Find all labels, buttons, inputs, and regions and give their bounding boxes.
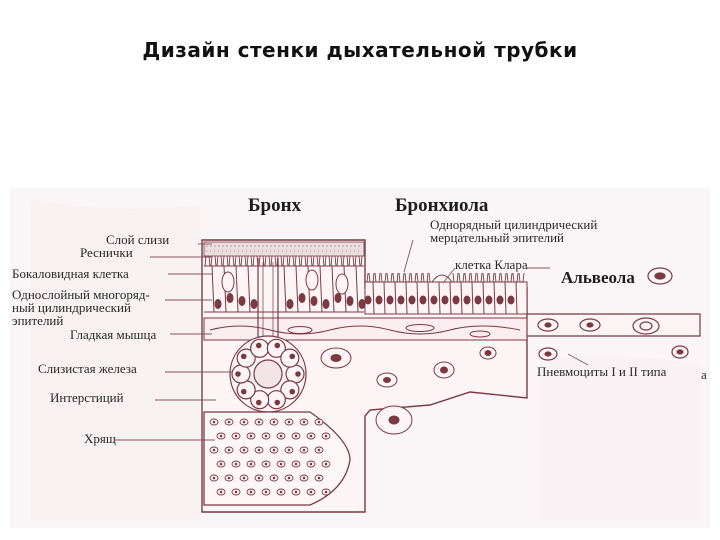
- bronchus-epithelium: [204, 265, 366, 313]
- bronchiole-epithelium: [364, 274, 528, 315]
- label-interstitium: Интерстиций: [50, 390, 124, 405]
- cilia-bronchus: [204, 255, 363, 267]
- label-cilia: Реснички: [80, 245, 133, 260]
- header-alveolus: Альвеола: [561, 268, 635, 287]
- label-goblet-cell: Бокаловидная клетка: [12, 266, 129, 281]
- mucous-gland: [229, 258, 307, 413]
- interstitium-cells: [320, 346, 497, 435]
- label-mucus-layer: Слой слизи: [106, 232, 170, 247]
- label-epithelium-line3: эпителий: [12, 313, 64, 328]
- leader-lines: [115, 239, 589, 441]
- label-epithelium-line2: ный цилиндрический: [12, 300, 131, 315]
- label-pneumocytes-tail: а: [701, 367, 707, 382]
- slide-title: Дизайн стенки дыхательной трубки: [142, 38, 578, 62]
- alveolus: [526, 267, 701, 361]
- label-cartilage: Хрящ: [84, 431, 116, 446]
- header-bronchiole: Бронхиола: [395, 195, 489, 216]
- label-bronchiole-epithelium-line2: мерцательный эпителий: [430, 230, 564, 245]
- mucus-layer: [203, 241, 365, 257]
- label-epithelium-line1: Однослойный многоряд-: [12, 287, 150, 302]
- label-smooth-muscle: Гладкая мышца: [70, 327, 157, 342]
- smooth-muscle: [203, 317, 528, 341]
- cartilage: [203, 411, 351, 506]
- label-bronchiole-epithelium-line1: Однорядный цилиндрический: [430, 217, 598, 232]
- cilia-bronchiole: [366, 272, 525, 283]
- header-bronchus: Бронх: [248, 195, 302, 216]
- label-mucous-gland: Слизистая железа: [38, 361, 137, 376]
- label-clara-cell: клетка Клара: [455, 257, 528, 272]
- label-pneumocytes: Пневмоциты I и II типа: [537, 364, 667, 379]
